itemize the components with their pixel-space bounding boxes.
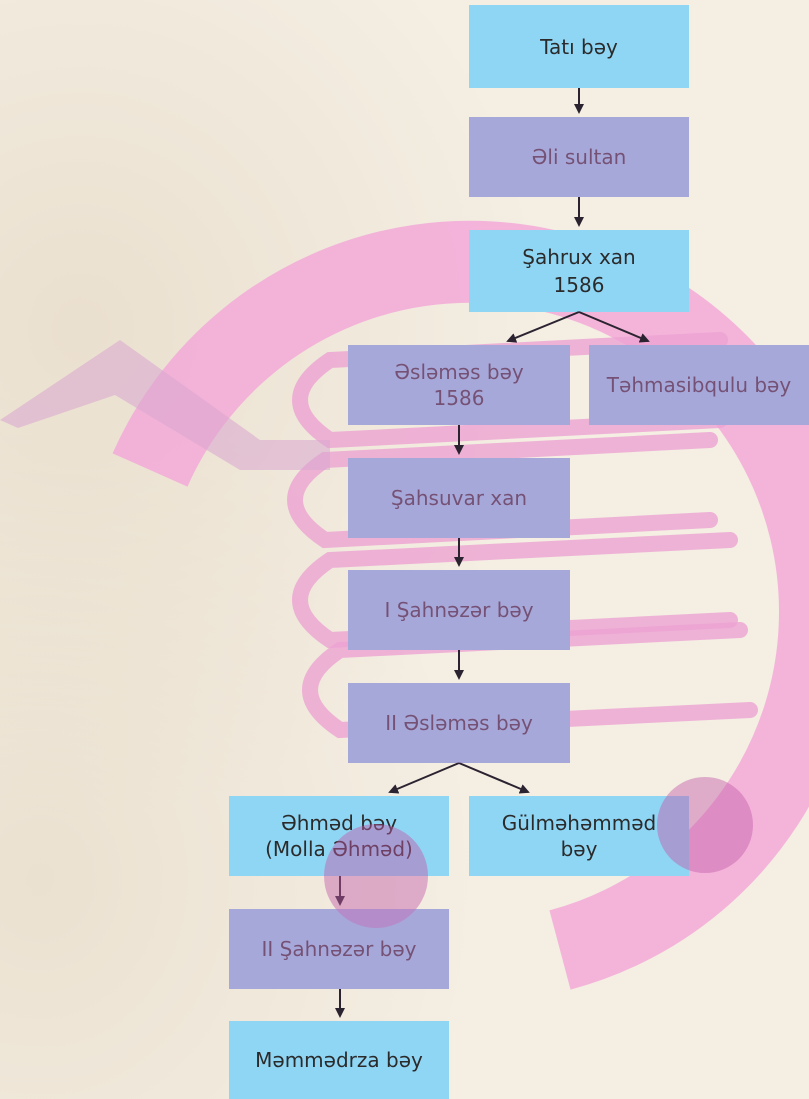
node-tati-bey-label: Tatı bəy xyxy=(540,34,618,59)
arrow-aslamas2-to-gulmahammad xyxy=(458,762,530,794)
watermark-tint-shahsuvar xyxy=(348,458,570,538)
node-mammadrza-bey: Məmmədrza bəy xyxy=(229,1021,449,1099)
watermark-tint-ali xyxy=(469,117,689,197)
watermark-arm xyxy=(0,340,330,470)
watermark-tint-tahmasibqulu xyxy=(589,345,809,425)
node-gulmahammad-bey-line2: bəy xyxy=(560,837,598,861)
node-ahmad-bey: Əhməd bəy (Molla Əhməd) xyxy=(229,796,449,876)
node-gulmahammad-bey-line1: Gülməhəmməd xyxy=(501,811,657,835)
watermark-coil-3 xyxy=(292,532,738,649)
node-shahrux-xan-label: Şahrux xan xyxy=(522,245,636,269)
node-ahmad-bey-line1: Əhməd bəy xyxy=(280,811,398,835)
watermark-coil-1 xyxy=(292,332,728,449)
watermark-dot-1 xyxy=(324,824,428,928)
arrow-shahrux-to-tahmasibqulu xyxy=(578,311,650,343)
node-gulmahammad-bey: Gülməhəmməd bəy xyxy=(469,796,689,876)
watermark-tint-aslamas xyxy=(348,345,570,425)
node-ahmad-bey-line2: (Molla Əhməd) xyxy=(265,837,413,861)
arrow-shahrux-to-aslamas xyxy=(506,311,580,343)
watermark-dot-2 xyxy=(657,777,753,873)
watermark-coil-4 xyxy=(302,622,758,739)
node-tati-bey: Tatı bəy xyxy=(469,5,689,88)
watermark-tint-shahnazar1 xyxy=(348,570,570,650)
arrow-aslamas2-to-ahmad xyxy=(388,762,460,794)
watermark-tint-shahnazar2 xyxy=(229,909,449,989)
watermark-tint-aslamas2 xyxy=(348,683,570,763)
node-shahrux-xan: Şahrux xan 1586 xyxy=(469,230,689,312)
node-mammadrza-bey-label: Məmmədrza bəy xyxy=(255,1048,423,1072)
node-shahrux-xan-year: 1586 xyxy=(553,273,605,297)
